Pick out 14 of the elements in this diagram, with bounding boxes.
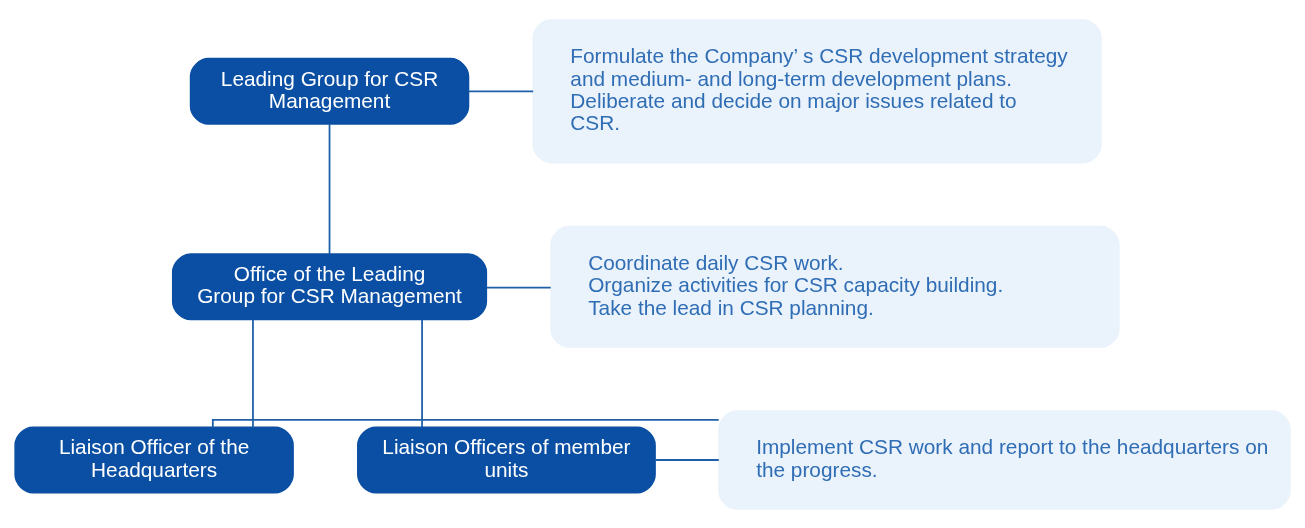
connector bbox=[654, 458, 720, 461]
node-box: Leading Group for CSR Management bbox=[189, 57, 470, 125]
node-box: Liaison Officer of the Headquarters bbox=[14, 426, 294, 493]
node-box: Office of the Leading Group for CSR Management bbox=[171, 252, 488, 320]
connector bbox=[467, 89, 535, 92]
connector bbox=[421, 318, 423, 428]
connector bbox=[252, 318, 254, 428]
node-box: Formulate the Company’ s CSR development strategy and medium- and long-term development plans. Deliberate and decide on major issues related to CSR. bbox=[532, 18, 1102, 163]
connector bbox=[328, 122, 331, 255]
connector bbox=[485, 286, 552, 288]
connector bbox=[211, 418, 720, 428]
node-box: Liaison Officers of member units bbox=[357, 426, 656, 493]
node-box: Coordinate daily CSR work. Organize activities for CSR capacity building. Take the lead in CSR planning. bbox=[550, 225, 1120, 348]
node-box: Implement CSR work and report to the headquarters on the progress. bbox=[718, 409, 1291, 510]
